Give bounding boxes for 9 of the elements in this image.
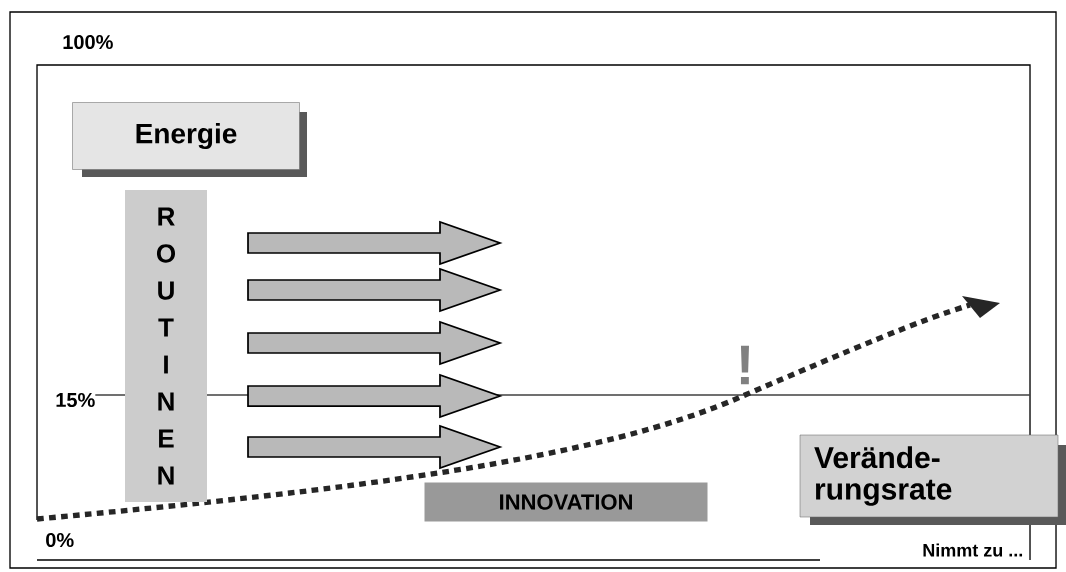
routines-bar: ROUTINEN [125,190,207,502]
axis-label: 0% [45,532,75,548]
exclamation-mark: ! [735,345,755,385]
change-rate-box: Verände-rungsrate [799,434,1066,525]
energy-box: Energie [72,102,307,177]
axis-label: 100% [62,34,114,50]
axis-label: Nimmt zu ... [922,543,1024,557]
axis-label: 15% [55,392,96,408]
innovation-box: INNOVATION [424,482,708,522]
